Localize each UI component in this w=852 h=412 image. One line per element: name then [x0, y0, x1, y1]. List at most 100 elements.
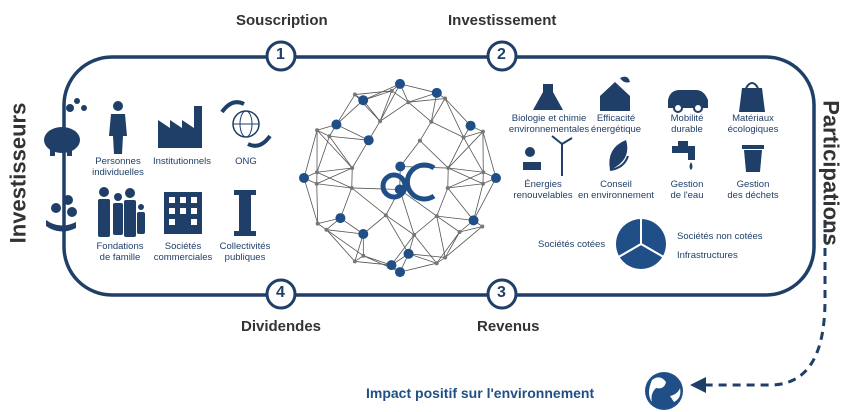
sector-label: Conseil en environnement [577, 179, 655, 201]
recycle-bin-icon [742, 145, 764, 172]
wind-solar-icon [523, 135, 573, 176]
sector-label: Gestion des déchets [727, 179, 779, 201]
sphere-edge [436, 187, 449, 217]
sphere-node [461, 135, 466, 140]
step-3-circle [486, 278, 518, 310]
sphere-edge [336, 99, 364, 125]
factory-icon [158, 106, 202, 148]
sector-label: Biologie et chimie environnementales [508, 113, 590, 135]
step-2-circle [486, 40, 518, 72]
sphere-node [314, 181, 319, 186]
sphere-edge [399, 262, 437, 273]
sphere-edge [436, 215, 474, 221]
step-1-number: 1 [276, 46, 285, 63]
investor-label: ONG [235, 156, 257, 167]
sphere-edge [391, 234, 415, 266]
sphere-edge [326, 229, 364, 257]
sphere-edge [379, 90, 393, 122]
sphere-node [412, 232, 417, 237]
sphere-edge [473, 177, 497, 221]
sphere-edge [413, 215, 437, 236]
portfolio-pie [614, 216, 668, 271]
sphere-edge [385, 215, 409, 255]
step-3-number: 3 [497, 284, 506, 301]
sphere-node [481, 181, 486, 186]
impact-dashed-connector [705, 220, 827, 387]
sphere-edge [444, 98, 471, 126]
sphere-edge [336, 124, 369, 141]
sphere-edge [399, 83, 437, 94]
sphere-edge [379, 83, 401, 122]
water-tap-icon [672, 141, 695, 170]
sphere-node [363, 135, 374, 146]
sphere-edge [340, 187, 353, 219]
recycle-bag-icon [739, 82, 765, 112]
sphere-edge [316, 167, 353, 185]
sphere-node [431, 87, 442, 98]
sphere-edge [444, 226, 483, 258]
family-icon [98, 187, 145, 237]
sphere-node [395, 161, 406, 172]
oc-logo-icon [380, 162, 436, 202]
sector-label: Efficacité énergétique [590, 113, 642, 135]
sphere-edge [463, 131, 484, 138]
sphere-node [327, 134, 332, 139]
leaf-icon [609, 140, 629, 171]
impact-label: Impact positif sur l'environnement [366, 385, 595, 401]
sphere-edge [399, 189, 415, 235]
sphere-node [417, 138, 422, 143]
sphere-node [443, 96, 448, 101]
sphere-node [315, 128, 320, 133]
sphere-node [358, 95, 369, 106]
globe-hands-icon [220, 100, 272, 148]
sphere-node [480, 224, 485, 229]
sphere-node [383, 213, 388, 218]
sphere-node [349, 185, 354, 190]
portfolio-infrastructure-label: Infrastructures [677, 250, 738, 261]
office-building-icon [164, 192, 202, 234]
earth-icon [645, 372, 683, 410]
piggy-bank-icon [44, 98, 87, 156]
sphere-node [335, 213, 346, 224]
side-participations-label: Participations [818, 100, 844, 246]
sphere-edge [363, 90, 392, 101]
sphere-edge [354, 261, 392, 266]
impact-arrowhead [690, 377, 706, 393]
investor-label: Institutionnels [152, 156, 212, 167]
sphere-node [299, 172, 310, 183]
sphere-edge [447, 171, 484, 189]
sphere-edge [385, 214, 415, 236]
investor-label: Sociétés commerciales [153, 241, 213, 263]
sector-label: Mobilité durable [670, 113, 704, 135]
sphere-node [361, 253, 366, 258]
sphere-node [445, 185, 450, 190]
flask-icon [533, 84, 563, 110]
investor-label: Collectivités publiques [219, 241, 271, 263]
sphere-edge [448, 167, 484, 185]
sphere-edge [448, 167, 484, 173]
sphere-edge [447, 137, 464, 169]
car-icon [668, 90, 708, 113]
sphere-node [443, 255, 448, 260]
sphere-edge [430, 98, 446, 122]
sphere-node [386, 260, 397, 271]
sphere-node [395, 78, 405, 89]
sphere-edge [329, 135, 369, 141]
sphere-node [358, 228, 369, 239]
sphere-node [324, 227, 329, 232]
sphere-edge [316, 136, 330, 173]
sphere-edge [419, 140, 449, 169]
sector-label: Énergies renouvelables [513, 179, 573, 201]
sphere-edge [447, 131, 484, 169]
sphere-edge [447, 183, 484, 189]
sphere-edge [316, 167, 353, 173]
sphere-edge [326, 229, 356, 262]
sphere-edge [336, 94, 356, 125]
stage-investment-label: Investissement [448, 12, 557, 29]
person-icon [109, 101, 127, 154]
sphere-node [403, 248, 414, 259]
sphere-node [406, 100, 411, 105]
sphere-node [429, 119, 434, 124]
sphere-edge [354, 90, 392, 95]
